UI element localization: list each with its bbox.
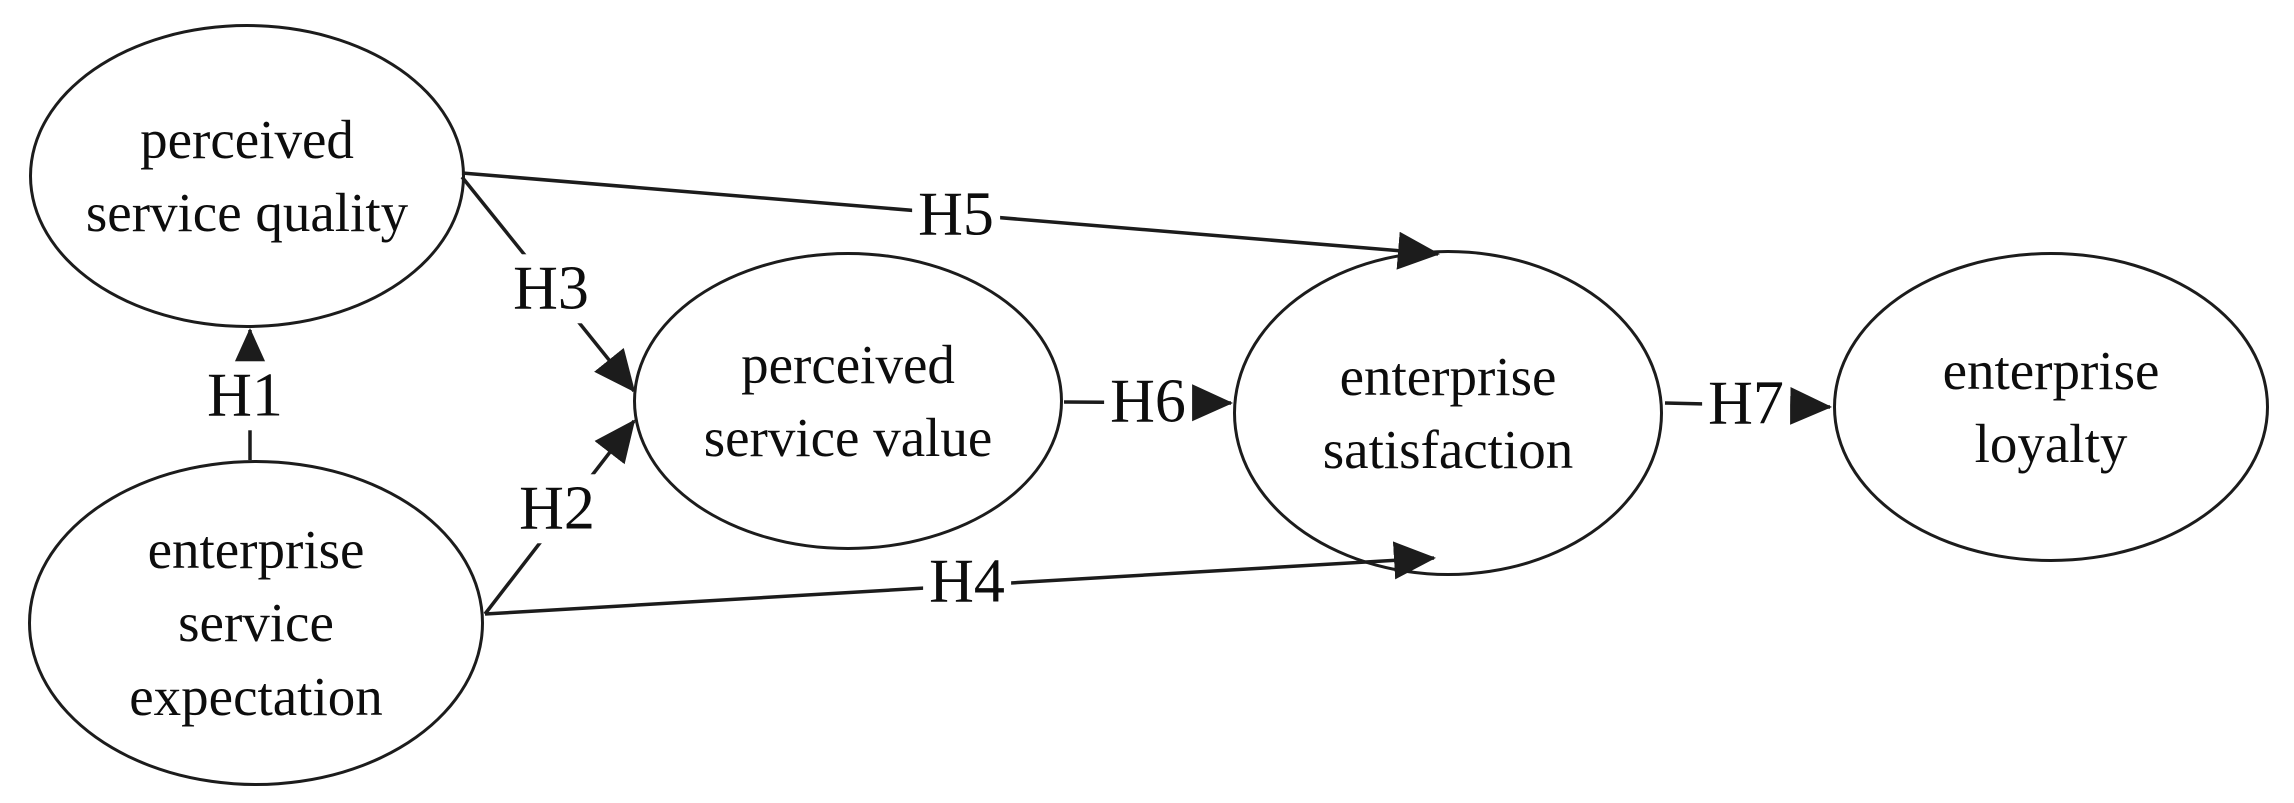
edge-label-h2: H2	[513, 474, 601, 544]
node-perceived-service-quality-label: perceived service quality	[85, 108, 409, 243]
node-enterprise-satisfaction-label: enterprise satisfaction	[1322, 345, 1574, 480]
edge-label-h5: H5	[912, 180, 1000, 250]
node-enterprise-loyalty-label: enterprise loyalty	[1942, 339, 2160, 474]
node-enterprise-loyalty: enterprise loyalty	[1833, 252, 2269, 562]
node-perceived-service-quality: perceived service quality	[29, 24, 465, 328]
node-perceived-service-value: perceived service value	[633, 252, 1063, 550]
node-perceived-service-value-label: perceived service value	[703, 333, 993, 468]
node-enterprise-satisfaction: enterprise satisfaction	[1233, 250, 1663, 576]
node-enterprise-service-expectation-label: enterprise service expectation	[129, 519, 383, 727]
edge-label-h7: H7	[1702, 369, 1790, 439]
edge-label-h6: H6	[1104, 367, 1192, 437]
edge-label-h1: H1	[201, 361, 289, 431]
edge-label-h4: H4	[923, 547, 1011, 617]
node-enterprise-service-expectation: enterprise service expectation	[28, 460, 484, 786]
edge-label-h3: H3	[507, 254, 595, 324]
